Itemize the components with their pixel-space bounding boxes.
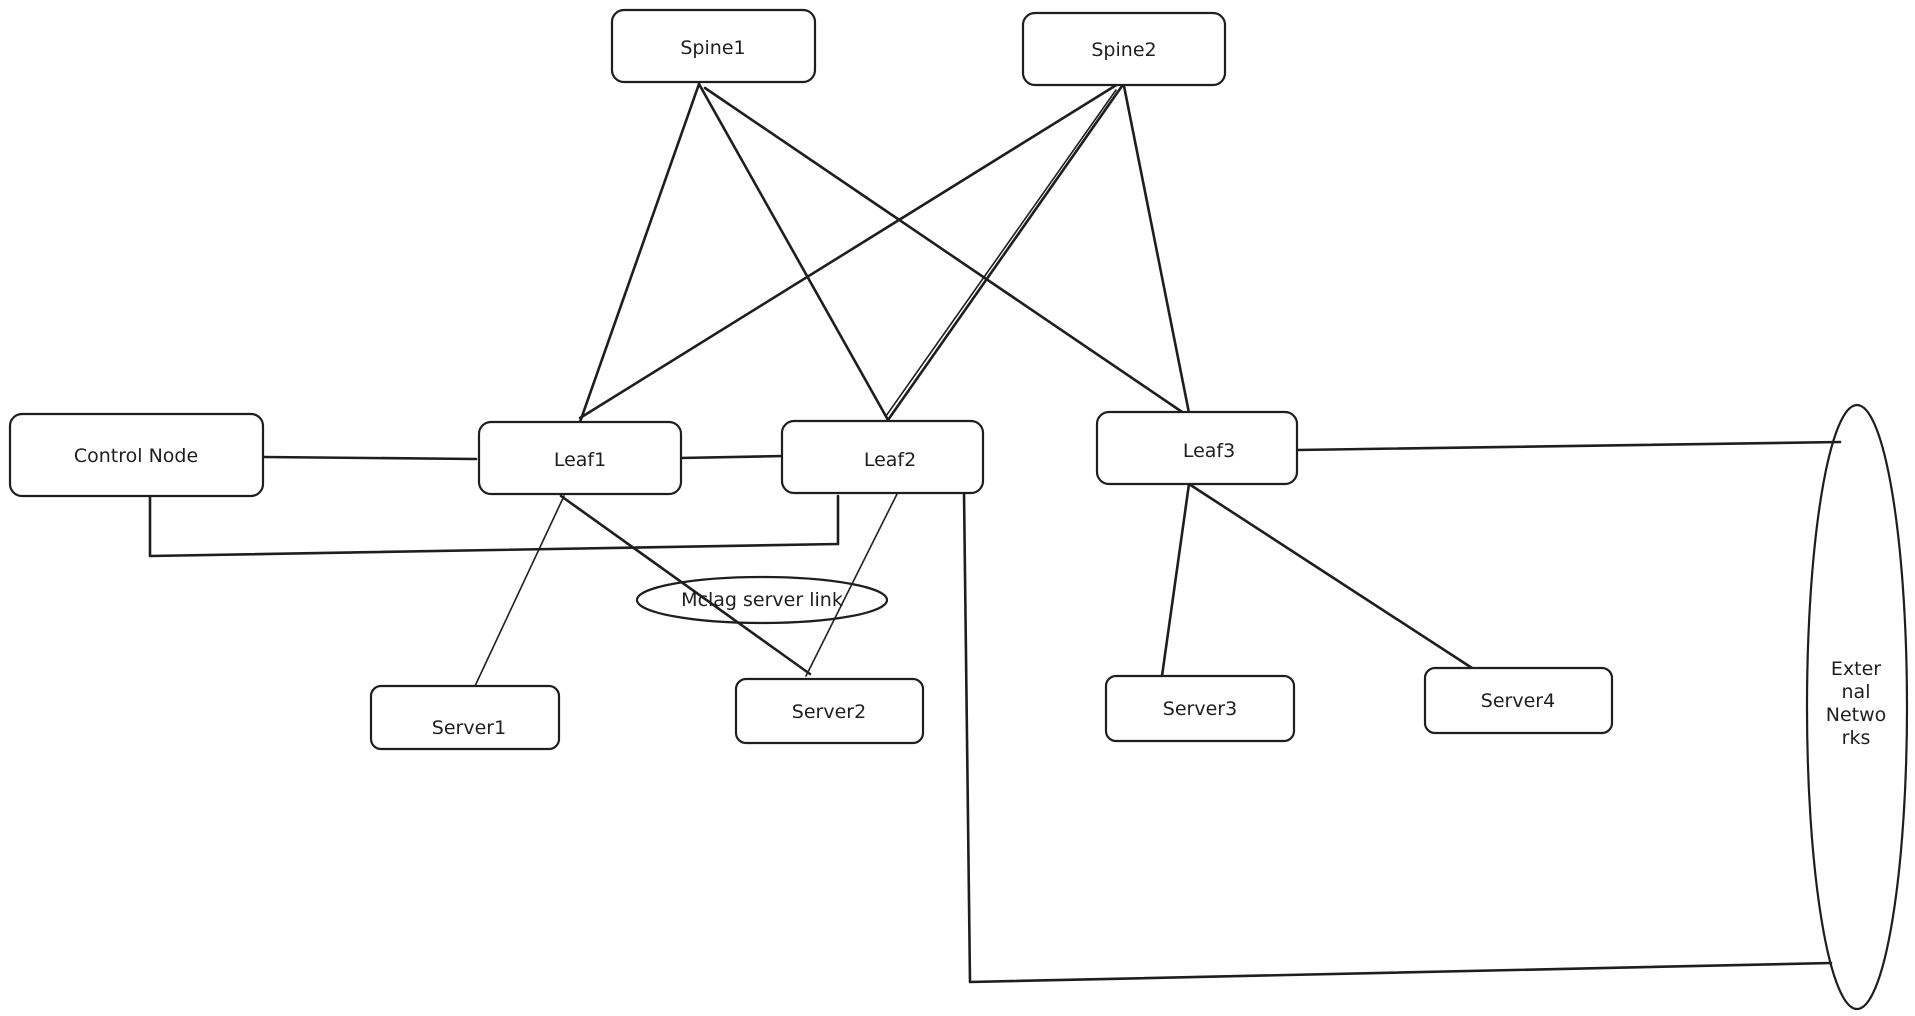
leaf1-node[interactable]: Leaf1 bbox=[477, 420, 683, 496]
control-node[interactable]: Control Node bbox=[8, 412, 265, 498]
spine2-label: Spine2 bbox=[1091, 39, 1156, 61]
link-leaf1-server1 bbox=[474, 495, 565, 687]
leaf2-label: Leaf2 bbox=[864, 449, 916, 471]
server1-node[interactable]: Server1 bbox=[369, 684, 561, 751]
link-spine1-leaf2 bbox=[697, 82, 890, 422]
external-networks-node[interactable]: Exter nal Netwo rks bbox=[1805, 403, 1909, 1011]
server2-node[interactable]: Server2 bbox=[734, 677, 925, 745]
server4-label: Server4 bbox=[1481, 690, 1555, 712]
link-leaf2-external bbox=[962, 490, 1833, 984]
spine1-node[interactable]: Spine1 bbox=[610, 8, 817, 84]
external-networks-label-line1: Exter bbox=[1831, 658, 1881, 680]
link-control-leaf1 bbox=[262, 455, 478, 461]
server1-label: Server1 bbox=[432, 717, 506, 739]
link-spine2-leaf2-double bbox=[885, 89, 1117, 417]
link-leaf3-external bbox=[1295, 440, 1842, 452]
link-spine2-leaf3 bbox=[1122, 84, 1192, 420]
link-leaf1-leaf2 bbox=[678, 454, 786, 460]
link-leaf3-server3 bbox=[1160, 482, 1191, 678]
link-spine2-leaf1 bbox=[578, 82, 1120, 420]
link-spine1-leaf3 bbox=[703, 86, 1190, 418]
external-networks-label-line4: rks bbox=[1842, 727, 1871, 749]
leaf3-label: Leaf3 bbox=[1183, 440, 1235, 462]
leaf1-label: Leaf1 bbox=[554, 449, 606, 471]
spine1-label: Spine1 bbox=[680, 37, 745, 59]
link-control-leaf2 bbox=[148, 492, 840, 558]
link-leaf2-server2 bbox=[805, 489, 900, 677]
external-networks-label-line3: Netwo bbox=[1826, 704, 1887, 726]
server4-node[interactable]: Server4 bbox=[1423, 666, 1614, 735]
control-node-label: Control Node bbox=[74, 445, 198, 467]
mclag-label: Mclag server link bbox=[681, 589, 843, 611]
spine2-node[interactable]: Spine2 bbox=[1021, 11, 1227, 87]
mclag-annotation: Mclag server link bbox=[635, 575, 889, 625]
server3-node[interactable]: Server3 bbox=[1104, 674, 1296, 743]
link-leaf1-server2 bbox=[559, 494, 812, 676]
link-spine2-leaf2 bbox=[886, 84, 1124, 422]
external-networks-label-line2: nal bbox=[1842, 681, 1871, 703]
leaf2-node[interactable]: Leaf2 bbox=[780, 419, 985, 495]
links bbox=[148, 82, 1842, 984]
link-spine1-leaf1 bbox=[578, 82, 701, 424]
leaf3-node[interactable]: Leaf3 bbox=[1095, 410, 1299, 486]
server2-label: Server2 bbox=[792, 701, 866, 723]
server3-label: Server3 bbox=[1163, 698, 1237, 720]
link-leaf3-server4 bbox=[1187, 482, 1474, 670]
